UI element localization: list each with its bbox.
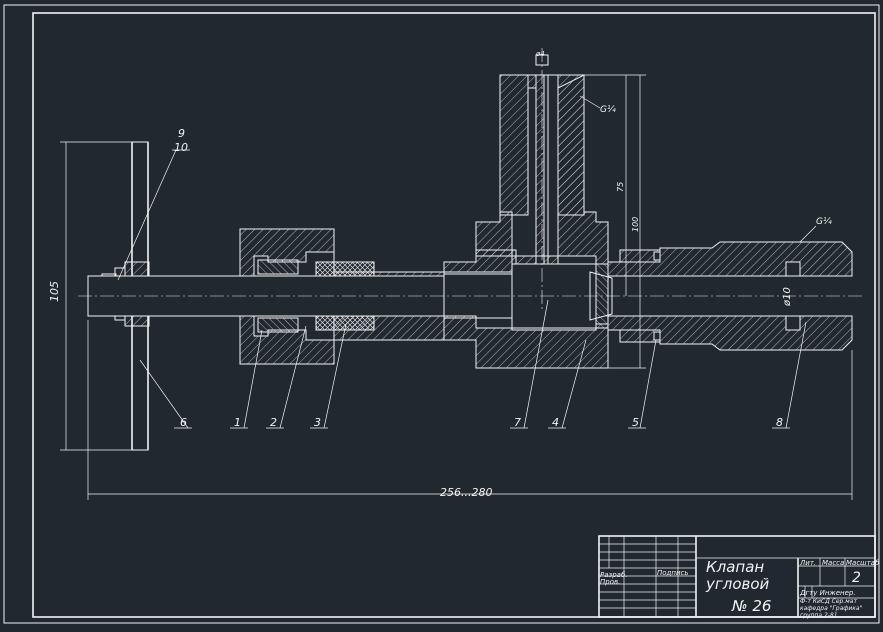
dim-overall-length: 256...280 bbox=[440, 486, 492, 499]
role-developed: Разраб. bbox=[600, 571, 628, 579]
title-line-1: Клапан bbox=[706, 558, 764, 576]
dim-vertical-height: 100 bbox=[631, 217, 640, 232]
callout-1: 1 bbox=[234, 416, 241, 429]
role-checked: Пров. bbox=[600, 578, 620, 586]
outlet-nipple bbox=[607, 241, 853, 351]
title-line-2: угловой bbox=[705, 575, 770, 593]
callout-2: 2 bbox=[270, 416, 277, 429]
callout-9: 9 bbox=[178, 127, 185, 140]
col-lit: Лит. bbox=[799, 559, 816, 567]
dept-line-4: группа 2-81 bbox=[800, 612, 838, 619]
callout-7: 7 bbox=[514, 416, 521, 429]
drawing-number: № 26 bbox=[731, 597, 771, 615]
leader-thread-right bbox=[799, 225, 817, 243]
col-scale: Масштаб bbox=[846, 559, 880, 567]
leader-thread-top bbox=[579, 95, 601, 109]
dept-line-3: кафедра "Графика" bbox=[800, 605, 863, 612]
dept-line-2: Ф-т КиСД Сер.мат bbox=[800, 598, 857, 605]
col-mass: Масса bbox=[822, 559, 844, 567]
callout-3: 3 bbox=[314, 416, 321, 429]
callout-4: 4 bbox=[552, 416, 559, 429]
dimension-lines bbox=[60, 74, 853, 500]
callout-8: 8 bbox=[776, 416, 783, 429]
dim-thread-right: G¼ bbox=[816, 217, 832, 227]
dim-vertical-partial: 75 bbox=[616, 182, 625, 192]
outer-border bbox=[3, 4, 880, 624]
dim-top-bore: ø4 bbox=[535, 50, 545, 58]
union-nut bbox=[239, 228, 335, 365]
callout-5: 5 bbox=[632, 416, 639, 429]
signature-label: Подпись bbox=[657, 569, 689, 577]
dim-thread-top: G¼ bbox=[600, 105, 616, 115]
title-block bbox=[598, 535, 876, 618]
callout-6: 6 bbox=[180, 416, 187, 429]
callout-10: 10 bbox=[174, 141, 188, 154]
dim-handwheel-diameter: 105 bbox=[48, 281, 61, 302]
dim-outlet-bore: ø10 bbox=[782, 287, 793, 307]
sheet-number: 2 bbox=[852, 570, 861, 586]
inner-frame bbox=[32, 12, 876, 618]
dept-line-1: Дгту Инженер. bbox=[799, 589, 856, 597]
callout-leaders bbox=[117, 149, 807, 429]
